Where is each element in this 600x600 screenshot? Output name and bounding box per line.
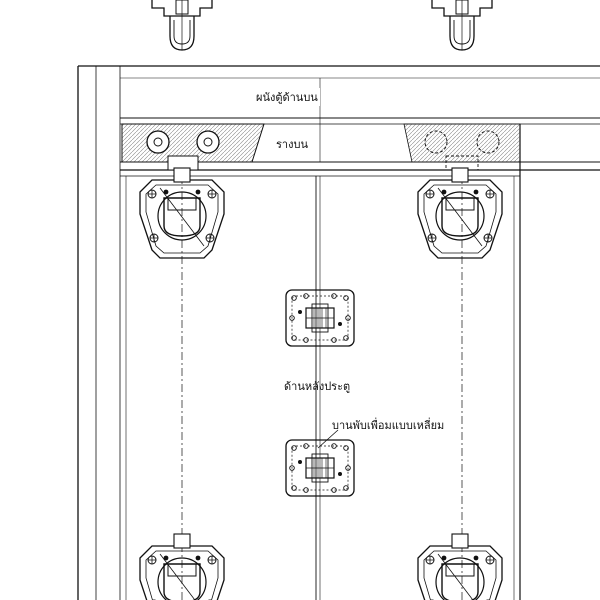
door-bracket-bottom-right [417,533,503,600]
label-door-back: ด้านหลังประตู [284,380,351,393]
label-top-rail: รางบน [274,135,310,153]
door-bracket-top-right [417,167,503,259]
hinge-leader-line [317,429,339,449]
top-rail [121,123,521,171]
top-hanger-right [431,0,493,51]
label-hinge: บานพับเพื่อมแบบเหลี่ยม [332,419,445,432]
center-lines [181,176,463,600]
label-cabinet-wall: ผนังตู้ด้านบน [254,88,320,106]
cabinet-frame [77,65,600,600]
top-hanger-left [151,0,213,51]
